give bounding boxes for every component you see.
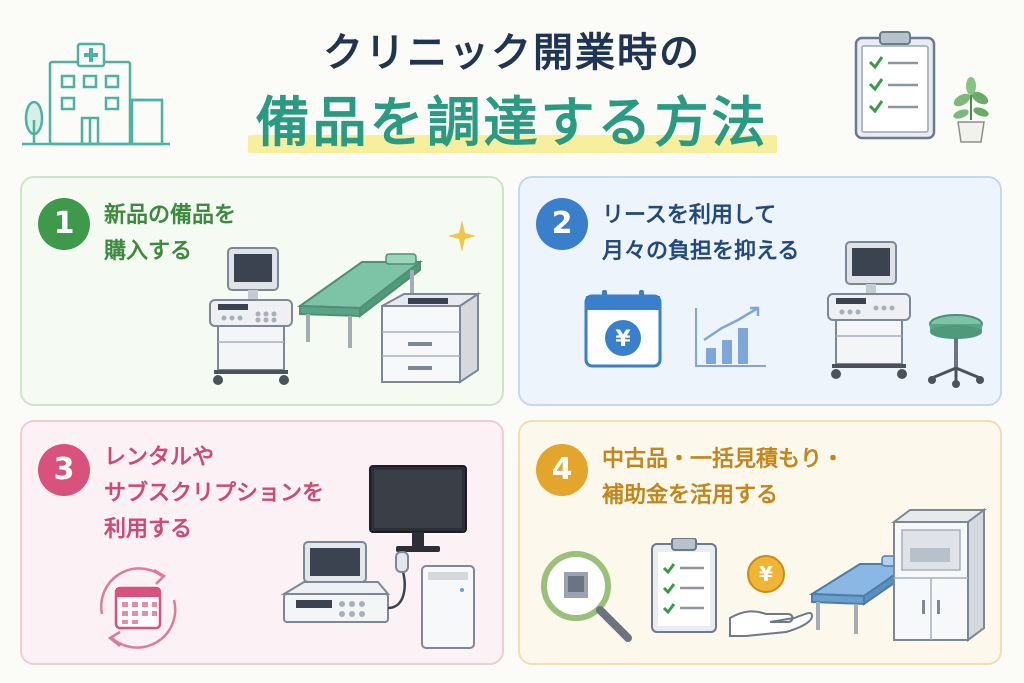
yen-symbol: ¥ (759, 562, 773, 586)
description-line: 新品の備品を (104, 203, 237, 228)
method-card-used-quotes-subsidy: 4 中古品・一括見積もり・ 補助金を活用する ¥ (518, 420, 1002, 665)
clipboard-checklist-icon (854, 31, 936, 140)
magnifier-icon (541, 551, 632, 642)
step-number-badge: 1 (38, 198, 90, 250)
recurring-calendar-icon (100, 567, 177, 649)
method-card-new-purchase: 1 新品の備品を 購入する (20, 176, 504, 406)
portable-ultrasound-icon (280, 541, 409, 623)
sparkle-icon (448, 220, 476, 252)
method-card-rental-subscription: 3 レンタルや サブスクリプションを 利用する (20, 420, 504, 665)
ultrasound-machine-icon (209, 247, 293, 385)
page-title-line1: クリニック開業時の (323, 30, 701, 76)
method-card-lease: 2 リースを利用して 月々の負担を抑える ¥ (518, 176, 1002, 406)
header: クリニック開業時の 備品を調達する方法 (0, 0, 1024, 170)
step-number-badge: 3 (38, 444, 90, 496)
printer-icon (381, 292, 482, 384)
step-number-badge: 4 (536, 444, 588, 496)
description-line: レンタルや (104, 445, 215, 470)
yen-symbol: ¥ (615, 327, 631, 352)
potted-plant-icon (953, 77, 989, 143)
quote-clipboard-icon (651, 538, 717, 633)
step-number-badge: 2 (536, 198, 588, 250)
hospital-building-icon (22, 42, 170, 146)
description-line: 月々の負担を抑える (602, 239, 800, 264)
calendar-yen-icon: ¥ (584, 290, 662, 368)
method-description: 新品の備品を 購入する (104, 198, 236, 270)
page-title-line2: 備品を調達する方法 (247, 78, 777, 157)
method-description: 中古品・一括見積もり・ 補助金を活用する (602, 442, 844, 514)
ultrasound-machine-icon (827, 241, 911, 379)
method-description: リースを利用して 月々の負担を抑える (602, 198, 799, 270)
subsidy-coin-hand-icon: ¥ (729, 555, 814, 637)
description-line: 補助金を活用する (602, 483, 779, 508)
method-description: レンタルや サブスクリプションを 利用する (104, 440, 324, 548)
description-line: 購入する (104, 239, 193, 264)
medical-cabinet-icon (891, 508, 987, 642)
exam-bed-icon (297, 253, 423, 348)
description-line: 利用する (104, 517, 193, 542)
air-purifier-icon (421, 565, 475, 649)
description-line: リースを利用して (602, 203, 777, 228)
exam-stool-icon (928, 314, 984, 388)
monitor-icon (369, 465, 467, 552)
growth-chart-icon (695, 306, 766, 367)
description-line: サブスクリプションを (104, 481, 325, 506)
description-line: 中古品・一括見積もり・ (602, 447, 845, 472)
